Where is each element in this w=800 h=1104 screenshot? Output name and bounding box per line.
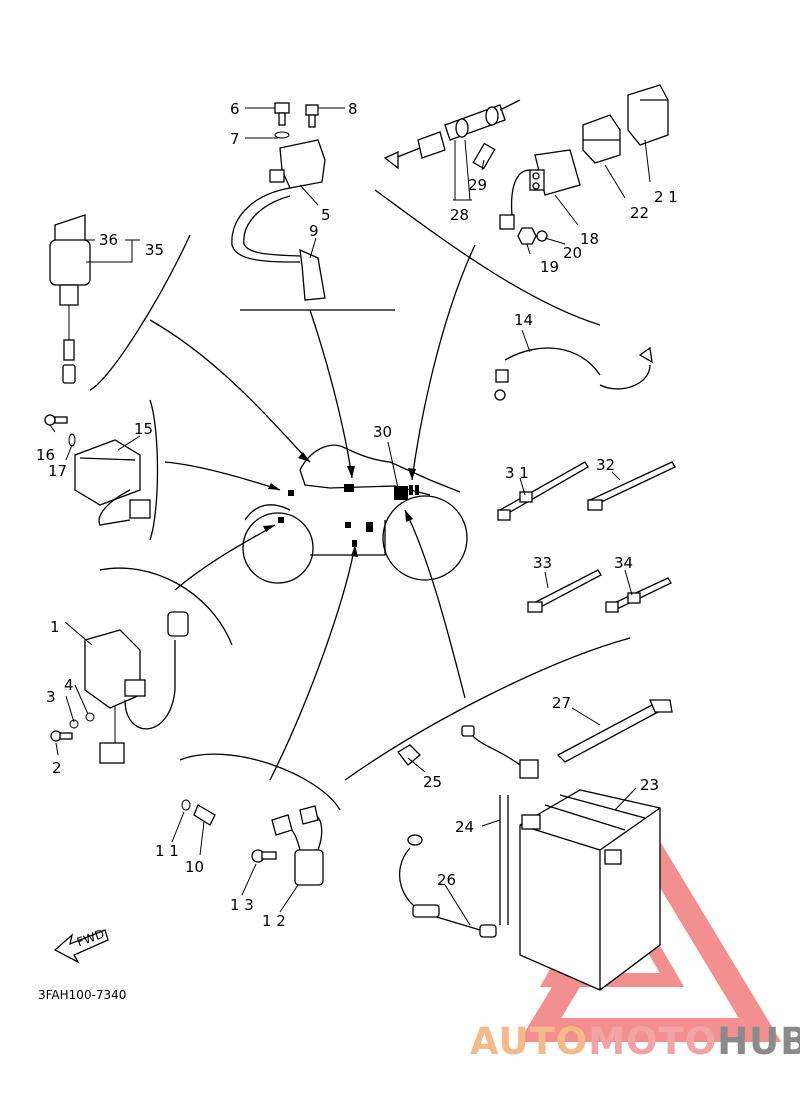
callout-15: 15 (134, 420, 153, 438)
callout-17: 17 (48, 462, 67, 480)
callout-labels: 1 2 3 4 5 6 7 8 9 10 1 1 1 2 1 3 14 15 1… (36, 100, 678, 930)
rectifier-regulator-part-15 (44, 414, 151, 526)
callout-leaders (49, 107, 651, 926)
battery-part-23 (397, 699, 673, 991)
callout-5: 5 (321, 206, 331, 224)
callout-23: 23 (640, 776, 659, 794)
callout-7: 7 (230, 130, 240, 148)
motorcycle-outline (242, 444, 468, 584)
part-code: 3FAH100-7340 (38, 988, 126, 1002)
cable-ties (497, 461, 676, 613)
callout-28: 28 (450, 206, 469, 224)
watermark-moto: MOTO (588, 1020, 718, 1063)
callout-9: 9 (309, 222, 319, 240)
watermark-hub: HUB (717, 1020, 800, 1063)
group-brackets (89, 189, 631, 811)
neutral-switch-part-10 (181, 799, 216, 826)
cdi-unit-part-1 (50, 611, 189, 764)
callout-34: 34 (614, 554, 633, 572)
callout-29: 29 (468, 176, 487, 194)
callout-26: 26 (437, 871, 456, 889)
watermark-auto: AUTO (470, 1020, 589, 1063)
relay-part-21 (627, 84, 669, 146)
watermark-text: AUTOMOTOHUB (470, 1020, 800, 1063)
callout-31: 3 1 (505, 464, 529, 482)
callout-14: 14 (514, 311, 533, 329)
callout-36: 36 (99, 231, 118, 249)
ignition-coil-part-5 (231, 102, 326, 301)
callout-30: 30 (373, 423, 392, 441)
fuse-holder-part-28 (383, 99, 521, 170)
callout-2: 2 (52, 759, 62, 777)
callout-10: 10 (185, 858, 204, 876)
callout-12: 1 2 (262, 912, 286, 930)
callout-11: 1 1 (155, 842, 179, 860)
main-switch-part-35 (49, 214, 91, 384)
callout-8: 8 (348, 100, 358, 118)
callout-24: 24 (455, 818, 474, 836)
callout-13: 1 3 (230, 896, 254, 914)
callout-19: 19 (540, 258, 559, 276)
starter-relay-part-18 (499, 149, 581, 245)
callout-33: 33 (533, 554, 552, 572)
callout-32: 32 (596, 456, 615, 474)
leader-arrowheads (263, 452, 416, 557)
callout-20: 20 (563, 244, 582, 262)
callout-4: 4 (64, 676, 74, 694)
callout-18: 18 (580, 230, 599, 248)
forward-direction-arrow: FWD (53, 927, 109, 964)
callout-21: 2 1 (654, 188, 678, 206)
callout-27: 27 (552, 694, 571, 712)
unit-part-12 (251, 805, 324, 886)
callout-6: 6 (230, 100, 240, 118)
callout-1: 1 (50, 618, 60, 636)
wire-lead-part-14 (494, 346, 653, 401)
callout-25: 25 (423, 773, 442, 791)
callout-16: 16 (36, 446, 55, 464)
relay-part-22 (582, 114, 621, 164)
callout-3: 3 (46, 688, 56, 706)
callout-35: 35 (145, 241, 164, 259)
callout-22: 22 (630, 204, 649, 222)
